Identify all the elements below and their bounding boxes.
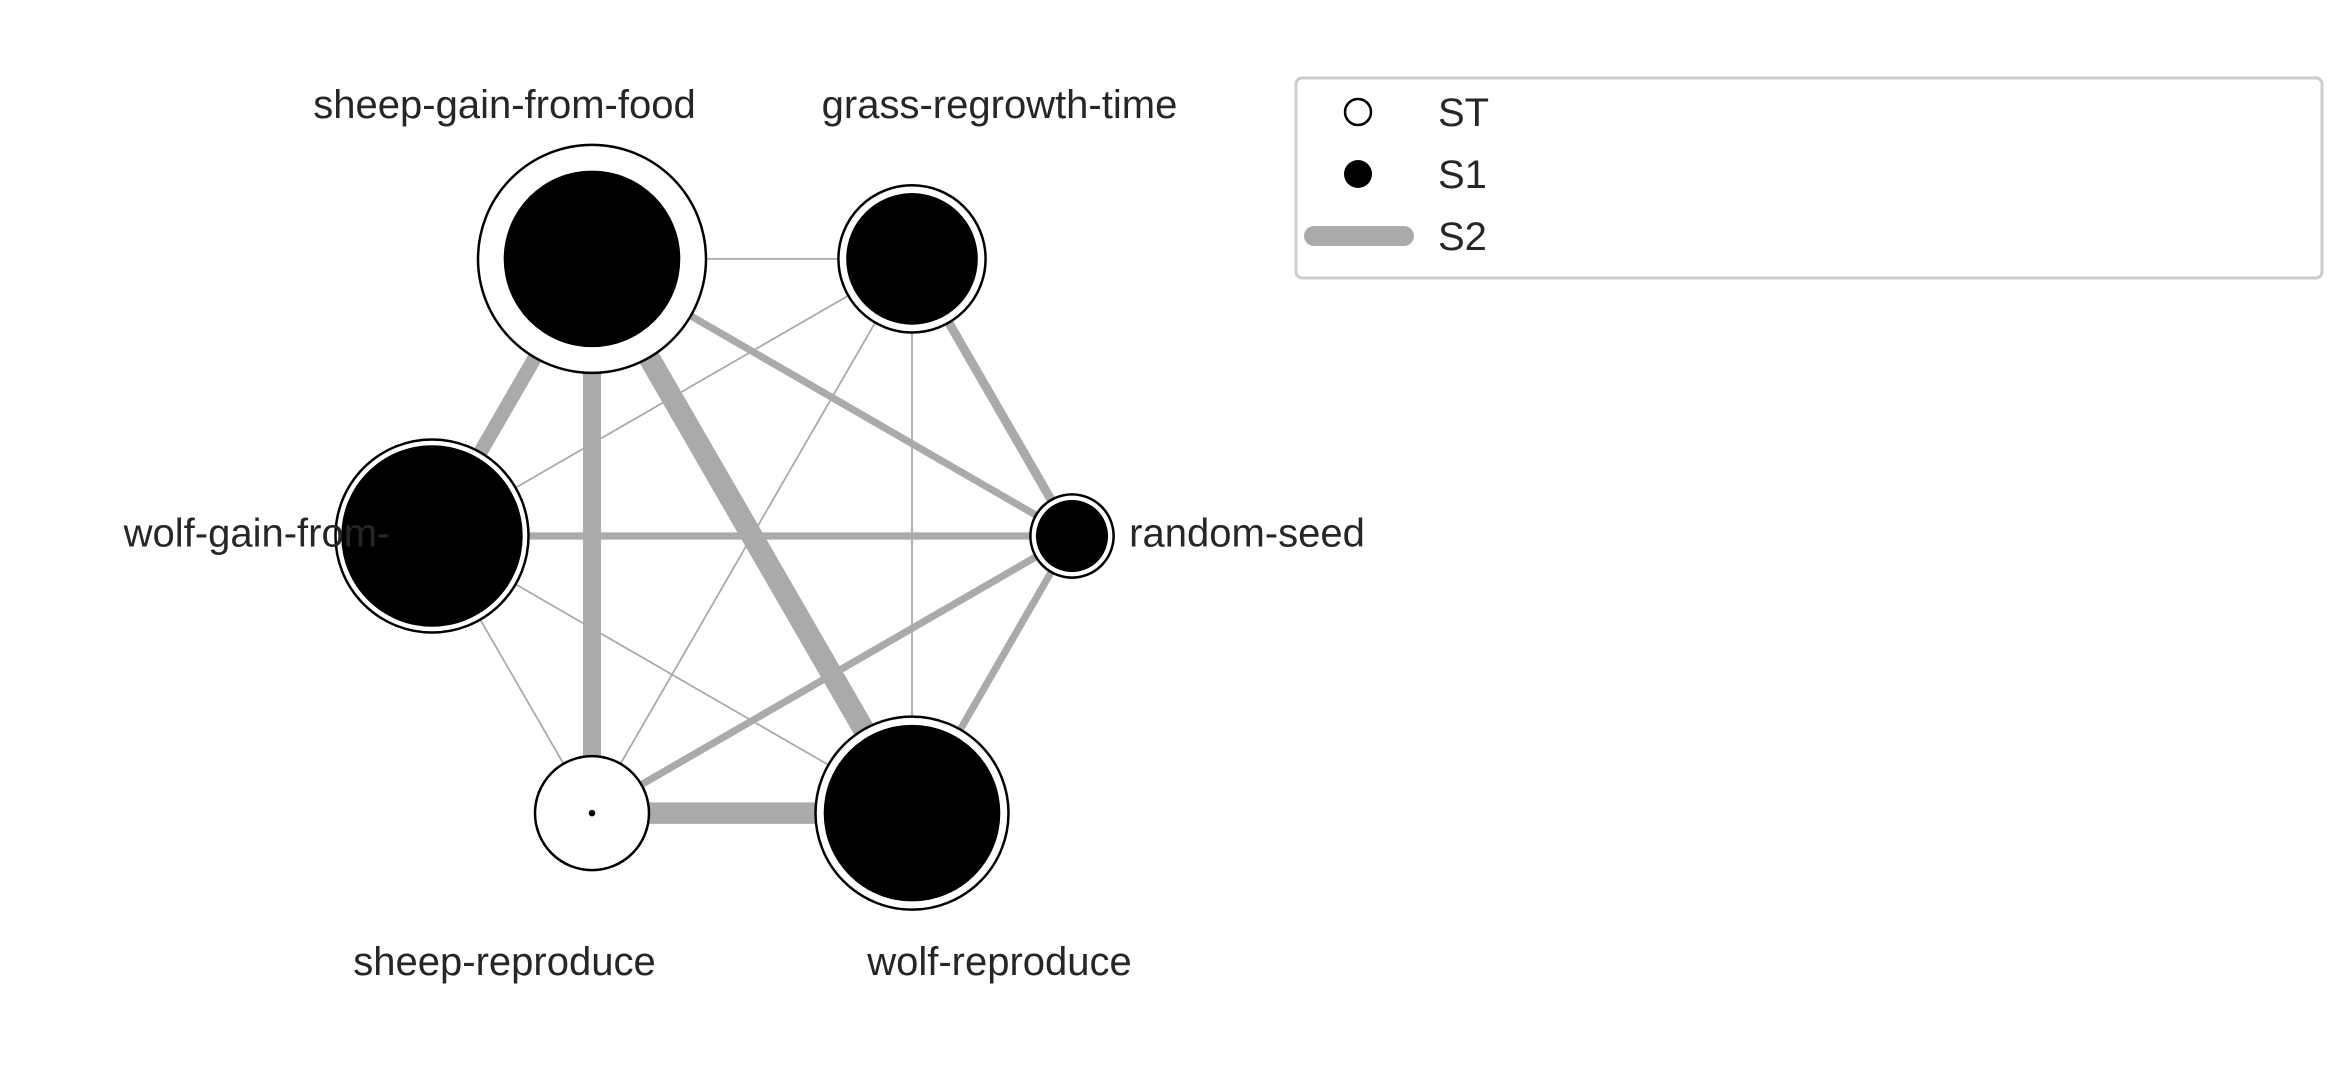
node-label-wolf-reproduce: wolf-reproduce <box>866 940 1132 984</box>
node-label-sheep-gain-from-food: sheep-gain-from-food <box>313 83 695 127</box>
legend: ST S1 S2 <box>1294 76 2324 280</box>
node-label-sheep-reproduce: sheep-reproduce <box>353 940 655 984</box>
node-label-grass-regrowth-time: grass-regrowth-time <box>822 83 1178 127</box>
node-sheep-gain-from-food-s1 <box>503 170 681 348</box>
legend-s2-label: S2 <box>1438 215 1487 259</box>
node-label-random-seed: random-seed <box>1129 512 1365 556</box>
nodes-layer <box>334 143 1115 911</box>
node-wolf-gain-from-s1 <box>341 445 523 627</box>
labels-layer: sheep-gain-from-food grass-regrowth-time r… <box>123 83 1365 984</box>
legend-st-marker <box>1343 97 1373 127</box>
edge-random-seed-sheep-reproduce <box>590 532 1074 817</box>
legend-s1-label: S1 <box>1438 153 1487 197</box>
legend-s1-marker <box>1344 160 1372 188</box>
node-sheep-reproduce-s1 <box>588 809 596 817</box>
node-wolf-reproduce-s1 <box>823 724 1001 902</box>
node-random-seed-s1 <box>1035 499 1109 573</box>
legend-st-label: ST <box>1438 91 1489 135</box>
node-grass-regrowth-time-s1 <box>846 193 978 325</box>
legend-frame <box>1294 76 2324 280</box>
node-label-wolf-gain-from: wolf-gain-from- <box>123 512 391 556</box>
